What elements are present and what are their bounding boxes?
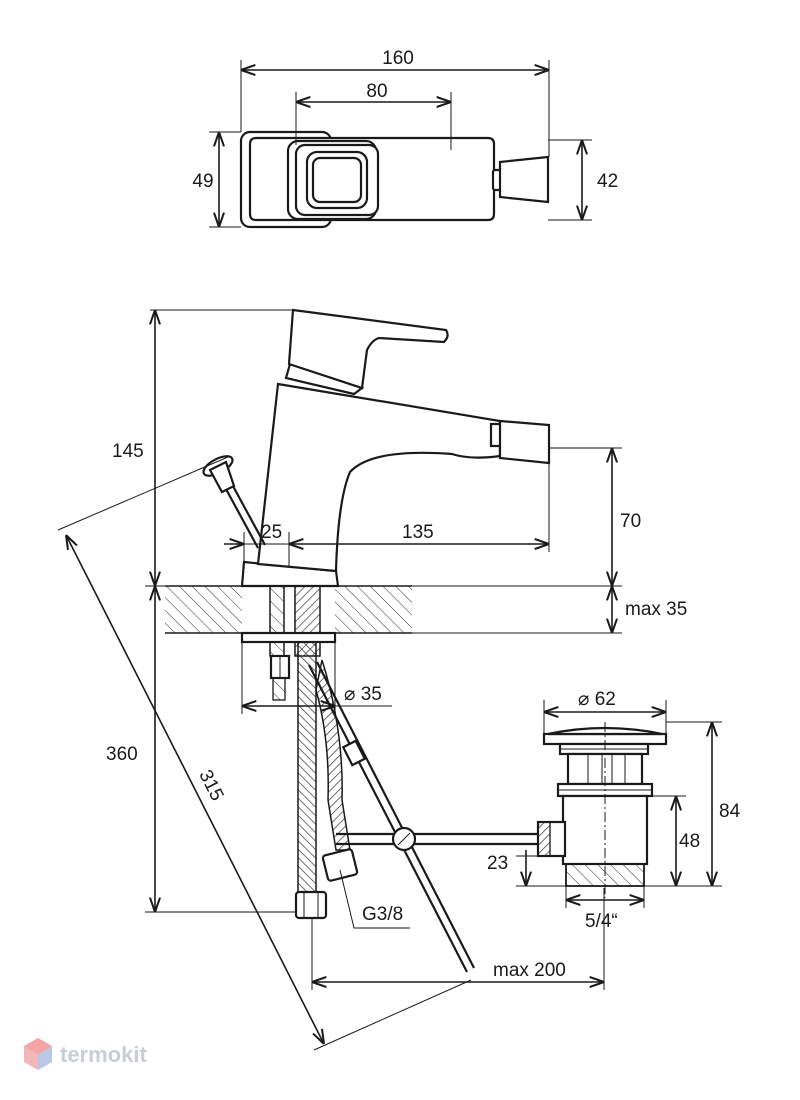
dim-48-label: 48 [679,831,700,852]
dim-160-label: 160 [382,48,414,69]
dim-145-label: 145 [112,441,144,462]
dim-d62-label: ⌀ 62 [578,689,616,710]
dim-max200-label: max 200 [493,960,566,981]
cube-logo-icon [24,1038,52,1070]
dim-23-label: 23 [487,853,508,874]
brand-watermark: termokit [24,1038,147,1070]
top-view: 160 80 49 42 [192,48,618,229]
dim-thread-label: 5/4“ [585,911,618,932]
side-view: 145 360 25 135 70 max 35 ⌀ 35 315 G3/ [57,308,741,1051]
dim-135-label: 135 [402,522,434,543]
dim-84-label: 84 [719,801,741,822]
dim-d35-label: ⌀ 35 [344,684,382,705]
dim-25-label: 25 [261,522,282,543]
dim-70-label: 70 [620,511,641,532]
dim-42-label: 42 [597,171,618,192]
dim-max35-label: max 35 [625,599,687,620]
dim-80-label: 80 [366,81,387,102]
dim-49-label: 49 [192,171,213,192]
dim-360-label: 360 [106,744,138,765]
hose-thread-label: G3/8 [362,904,403,925]
brand-name: termokit [60,1042,147,1067]
